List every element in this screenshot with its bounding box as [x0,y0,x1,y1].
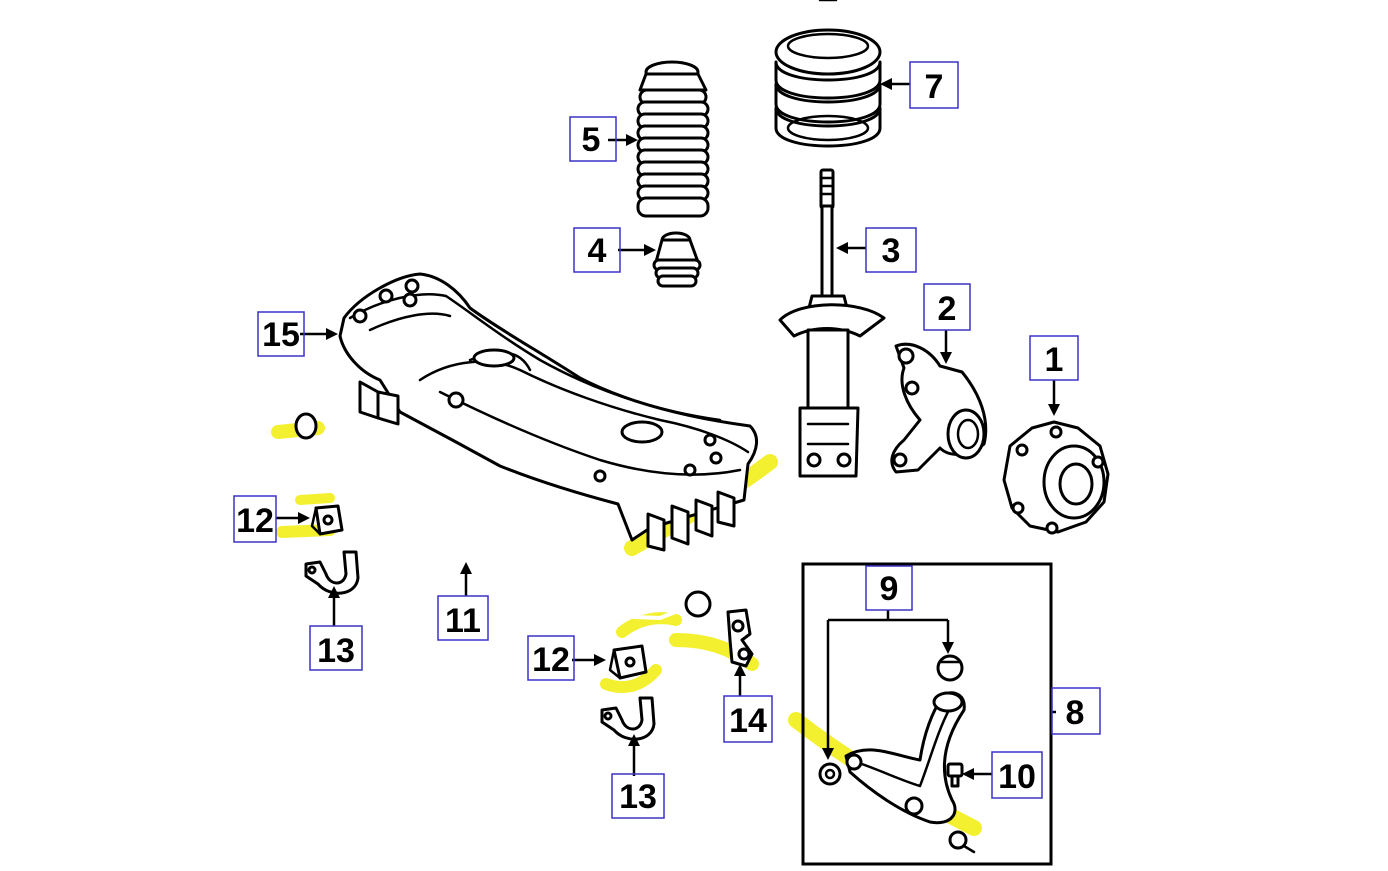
callout-1-label: 1 [1045,341,1064,379]
lower-control-arm [844,691,966,825]
callout-11: 11 [437,595,489,641]
stabilizer-bracket-left [304,550,360,595]
leader-lines [276,78,1060,780]
callout-13-left-label: 13 [317,632,355,670]
callout-12-right: 12 [527,635,575,681]
highlight-stabilizer-end [616,612,682,638]
callout-3-label: 3 [882,232,901,270]
dust-boot [636,60,710,218]
stabilizer-link [726,608,754,668]
callout-4-label: 4 [588,232,607,270]
callout-13-right-label: 13 [619,778,657,816]
ball-joint-nut [948,830,976,854]
callout-4: 4 [573,227,621,273]
callout-5-label: 5 [582,121,601,159]
coil-spring [774,0,882,148]
callout-12-right-label: 12 [532,641,570,679]
callout-12-left-label: 12 [236,502,274,540]
callout-15-label: 15 [262,316,300,354]
callout-15: 15 [257,311,305,357]
lower-arm-bushing-front [818,762,842,786]
callout-14: 14 [723,695,773,743]
callout-14-label: 14 [729,702,767,740]
callout-9-label: 9 [880,570,899,608]
callout-13-right: 13 [611,773,665,819]
strut-assembly [778,168,886,478]
callout-9: 9 [865,565,913,611]
callout-8: 8 [1051,687,1101,735]
callout-12-left: 12 [233,495,277,543]
callout-3: 3 [865,227,917,273]
callout-10-label: 10 [998,758,1036,796]
stabilizer-bushing-right [608,644,648,680]
callout-1: 1 [1029,335,1079,381]
stabilizer-bracket-right [600,696,656,741]
callout-7: 7 [909,61,959,109]
callout-8-label: 8 [1066,694,1085,732]
bump-stop [652,231,702,288]
stabilizer-bushing-left [310,504,344,536]
callout-2-label: 2 [938,290,957,328]
highlight-bushing-left-b [295,493,335,505]
crossmember [338,272,758,552]
lower-arm-bushing-rear [936,654,964,682]
callout-5: 5 [569,116,617,162]
callout-7-label: 7 [925,68,944,106]
wheel-hub [1002,420,1110,535]
ball-joint-bolt [946,762,964,788]
stabilizer-bar [294,412,712,620]
callout-13-left: 13 [309,625,363,671]
callout-10: 10 [991,751,1043,799]
steering-knuckle [890,342,988,474]
highlight-bushing-right [600,664,662,693]
lower-arm-group-frame [801,562,1053,866]
callout-11-label: 11 [445,602,481,640]
callout-2: 2 [923,283,971,331]
